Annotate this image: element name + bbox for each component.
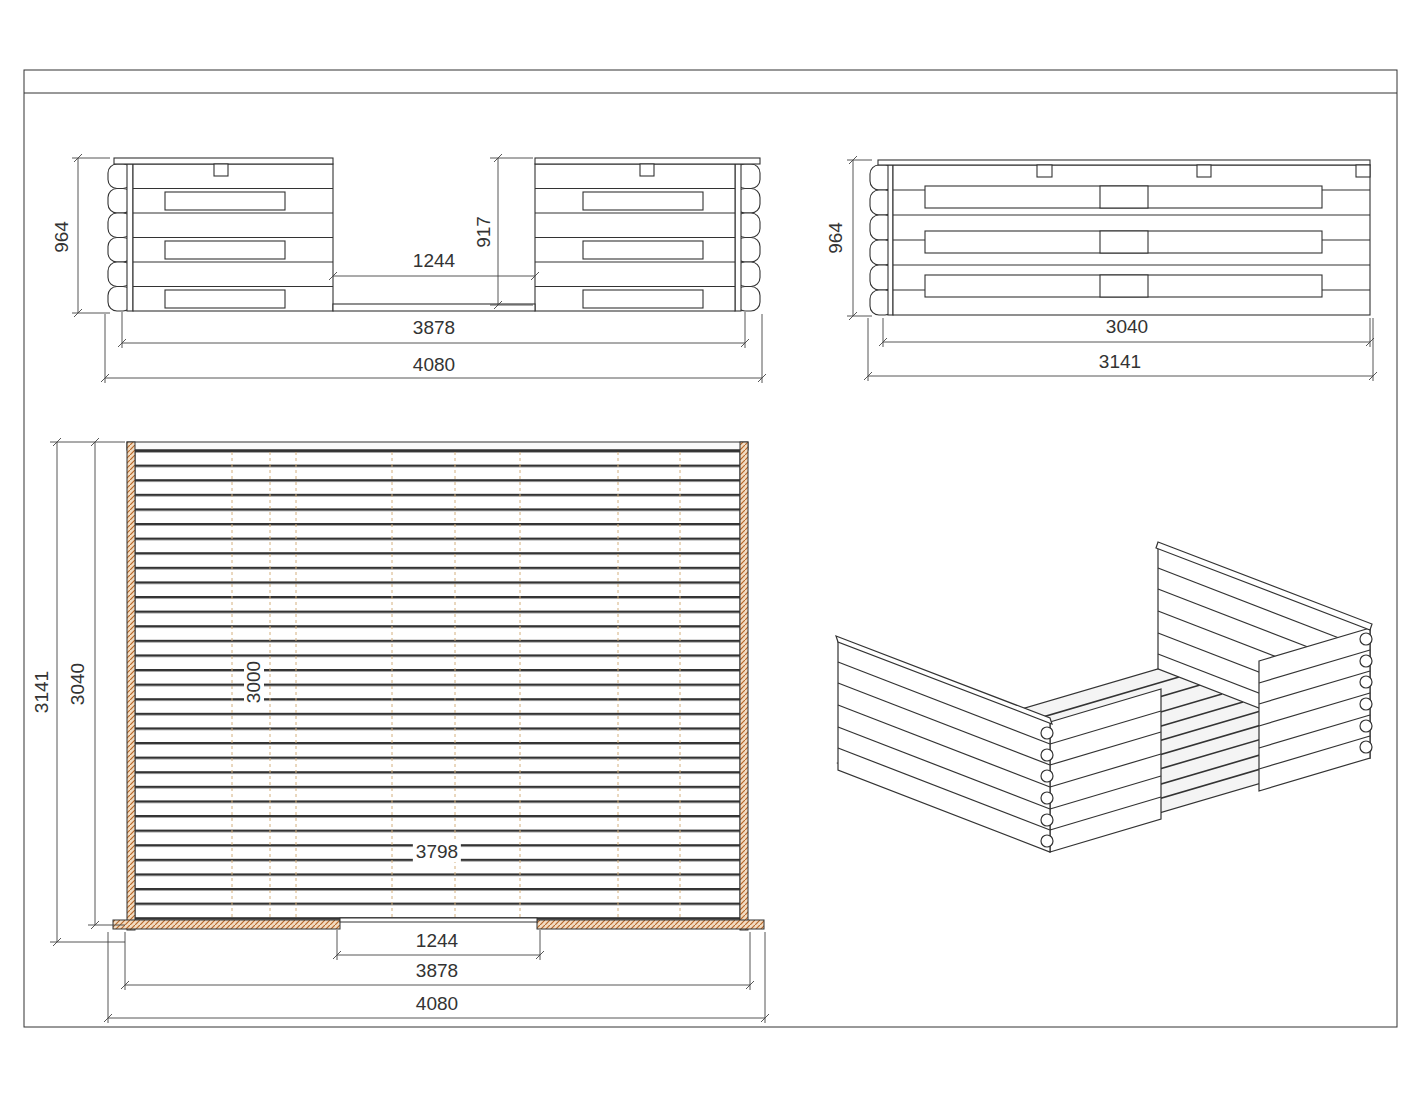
- dimension-label: 3878: [413, 318, 455, 338]
- sheet-frame: [24, 70, 1397, 1027]
- dimension-label: 3798: [413, 842, 461, 862]
- dimension-lines: [50, 154, 1377, 1023]
- dimension-label: 3878: [416, 961, 458, 981]
- dimension-label: 3040: [1106, 317, 1148, 337]
- dimension-label: 3000: [244, 658, 264, 706]
- dimension-label: 4080: [416, 994, 458, 1014]
- plan-view: [113, 442, 764, 930]
- dimension-label: 3040: [68, 663, 88, 705]
- dimension-label: 1244: [416, 931, 458, 951]
- side-view: [870, 160, 1370, 315]
- dimension-label: 3141: [1099, 352, 1141, 372]
- dimension-label: 964: [826, 222, 846, 254]
- front-view: [108, 158, 760, 311]
- dimension-label: 4080: [413, 355, 455, 375]
- dimension-label: 3141: [32, 671, 52, 713]
- dimension-label: 1244: [413, 251, 455, 271]
- dimension-label: 917: [474, 216, 494, 248]
- isometric-view: [836, 542, 1372, 852]
- dimension-label: 964: [52, 221, 72, 253]
